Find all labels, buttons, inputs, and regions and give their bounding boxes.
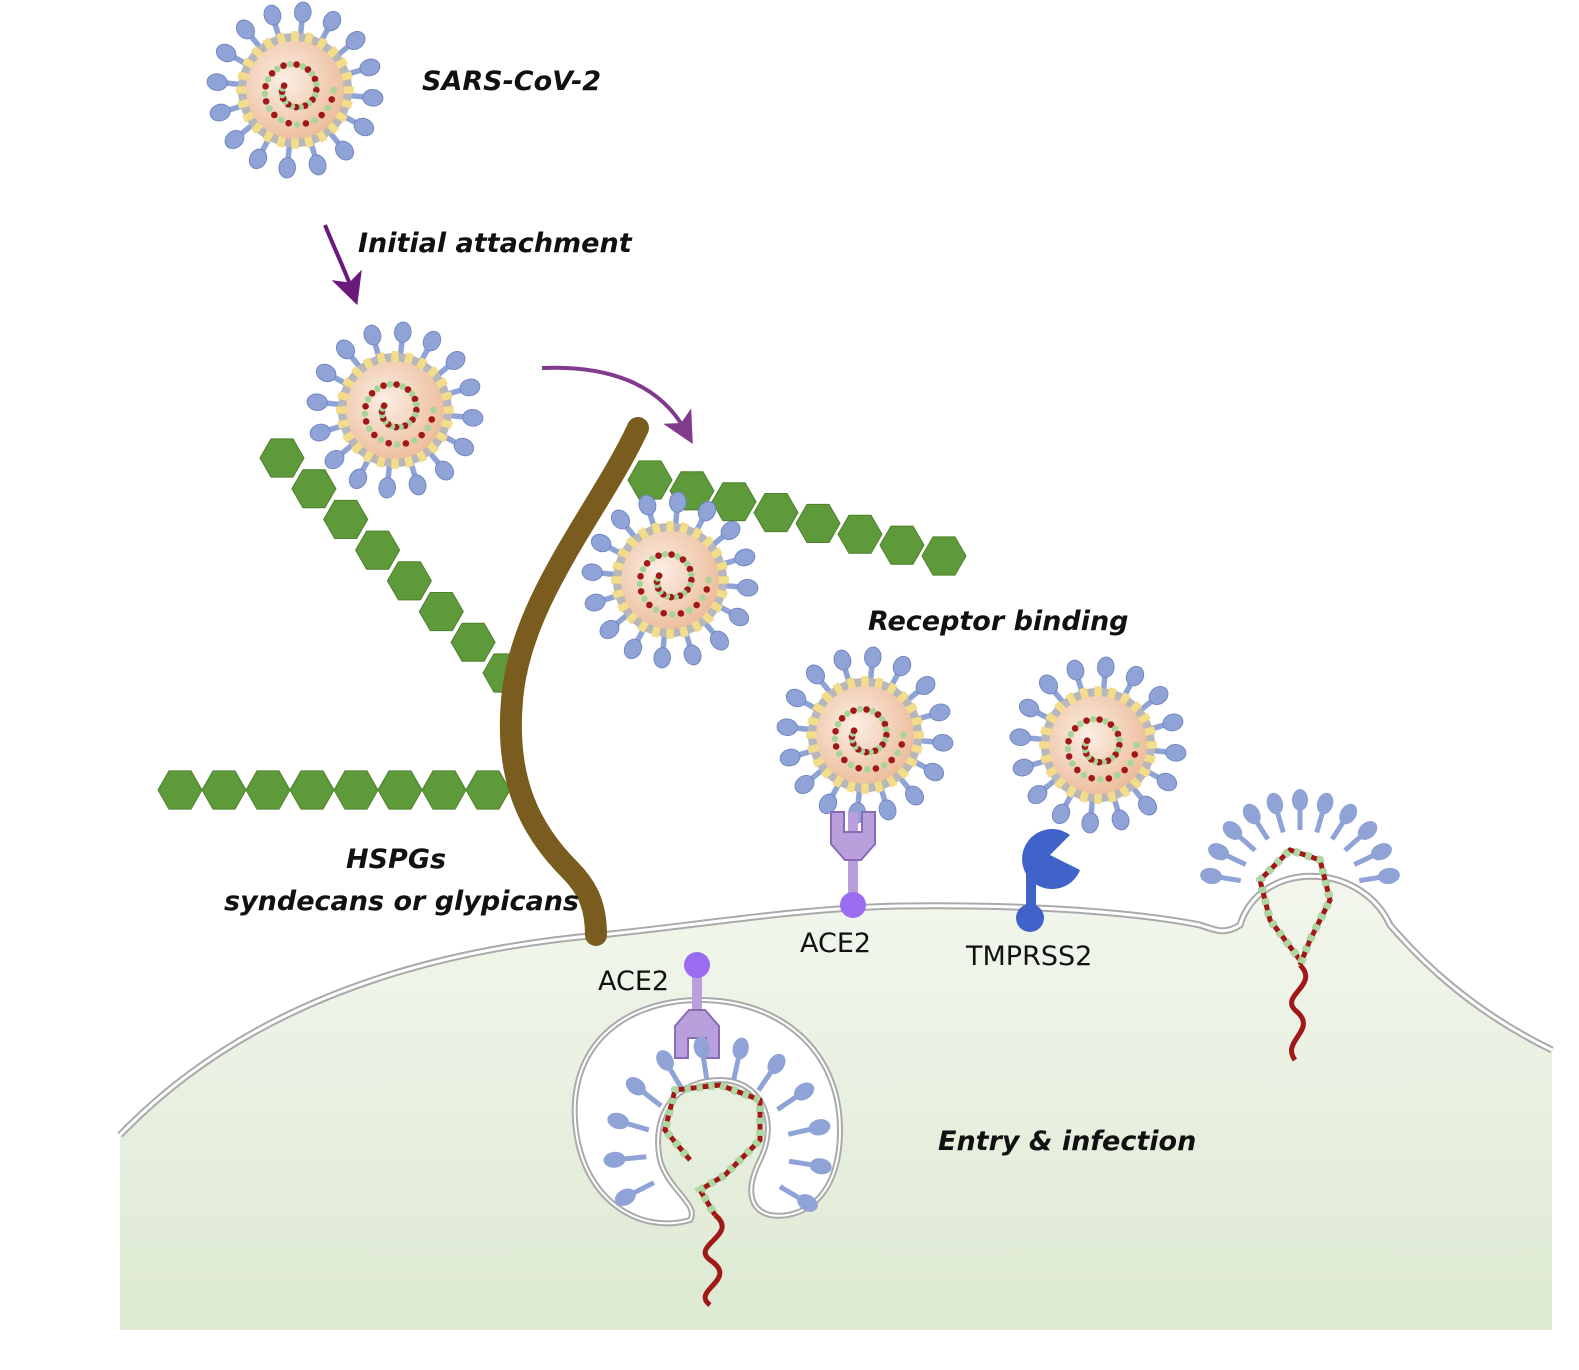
viral-rna: [361, 380, 437, 448]
spike-protein: [778, 1184, 818, 1212]
endosome-viral-rna: [660, 1080, 764, 1307]
viral-rna: [1064, 715, 1140, 783]
sugar-hexagon: [377, 770, 423, 810]
spike-protein: [1200, 867, 1242, 885]
spike-protein: [1358, 867, 1400, 885]
spike-protein: [1266, 792, 1286, 834]
spike-protein: [1353, 843, 1392, 867]
viral-rna: [261, 60, 337, 128]
sugar-hexagon: [386, 561, 432, 601]
sugar-hexagon: [157, 770, 203, 810]
spike-protein: [776, 1082, 815, 1112]
label-sars-cov-2: SARS-CoV-2: [422, 66, 601, 97]
label-initial-attachment: Initial attachment: [358, 228, 633, 259]
sugar-hexagon: [259, 438, 305, 478]
hexagon-chain: [157, 770, 511, 810]
spike-protein: [1343, 821, 1378, 853]
sugar-hexagon: [418, 592, 464, 632]
sugar-hexagon: [795, 503, 841, 543]
spike-protein: [1330, 803, 1358, 841]
label-ace2-surface: ACE2: [800, 928, 871, 959]
sugar-hexagon: [355, 530, 401, 570]
sugar-hexagon: [291, 469, 337, 509]
tmprss2-anchor: [1016, 904, 1044, 932]
label-receptor-binding: Receptor binding: [868, 606, 1129, 637]
spike-protein: [788, 1158, 832, 1175]
sugar-hexagon: [837, 514, 883, 554]
spike-protein: [625, 1077, 663, 1108]
sugar-hexagon: [921, 536, 967, 576]
ace2-anchor: [840, 892, 866, 918]
spike-protein: [1012, 756, 1051, 777]
spike-protein: [756, 1053, 786, 1092]
transfer-arrow: [541, 365, 693, 444]
label-ace2-endosome: ACE2: [598, 966, 669, 997]
spike-protein: [656, 1050, 684, 1090]
spike-protein: [1242, 803, 1270, 841]
sugar-hexagon: [323, 499, 369, 539]
sugar-hexagon: [465, 770, 511, 810]
virus-particle: [206, 1, 384, 179]
attachment-arrow: [323, 224, 362, 306]
virus-particle: [306, 321, 484, 499]
hspg-core-protein: [499, 417, 649, 946]
budding-viral-rna: [1255, 845, 1335, 1062]
spike-protein: [603, 1151, 647, 1168]
sugar-hexagon: [333, 770, 379, 810]
sugar-hexagon: [627, 460, 673, 500]
ace2-anchor: [684, 952, 710, 978]
label-syndecans-glypicans: syndecans or glypicans: [224, 886, 579, 917]
spike-protein: [787, 1119, 831, 1137]
hexagon-chain: [627, 460, 967, 576]
sugar-hexagon: [289, 770, 335, 810]
spike-protein: [693, 1036, 710, 1080]
sugar-hexagon: [753, 493, 799, 533]
spike-protein: [1292, 789, 1308, 830]
spike-protein: [1222, 821, 1257, 853]
viral-rna: [831, 705, 907, 773]
virus-particle: [776, 646, 954, 824]
spike-protein: [342, 58, 381, 79]
viral-rna: [636, 550, 712, 618]
virus-particle: [581, 491, 759, 669]
label-tmprss2: TMPRSS2: [965, 941, 1092, 972]
spike-protein: [614, 1180, 655, 1206]
ace2-receptor-surface: [830, 811, 876, 918]
spike-protein: [1314, 792, 1334, 834]
hexagon-chain: [259, 438, 528, 693]
sugar-hexagon: [450, 622, 496, 662]
tmprss2-protease: [1016, 829, 1080, 932]
label-hspgs: HSPGs: [346, 844, 446, 875]
sugar-hexagon: [201, 770, 247, 810]
virus-particle: [1009, 656, 1187, 834]
spike-protein: [338, 111, 375, 137]
sugar-hexagon: [711, 482, 757, 522]
sugar-hexagon: [879, 525, 925, 565]
label-entry-infection: Entry & infection: [938, 1126, 1196, 1157]
spike-protein: [699, 617, 730, 651]
sugar-hexagon: [421, 770, 467, 810]
spike-protein: [294, 1, 312, 40]
spike-protein: [1208, 843, 1247, 867]
spike-protein: [731, 1037, 749, 1081]
spike-protein: [607, 1112, 650, 1133]
sugar-hexagon: [245, 770, 291, 810]
